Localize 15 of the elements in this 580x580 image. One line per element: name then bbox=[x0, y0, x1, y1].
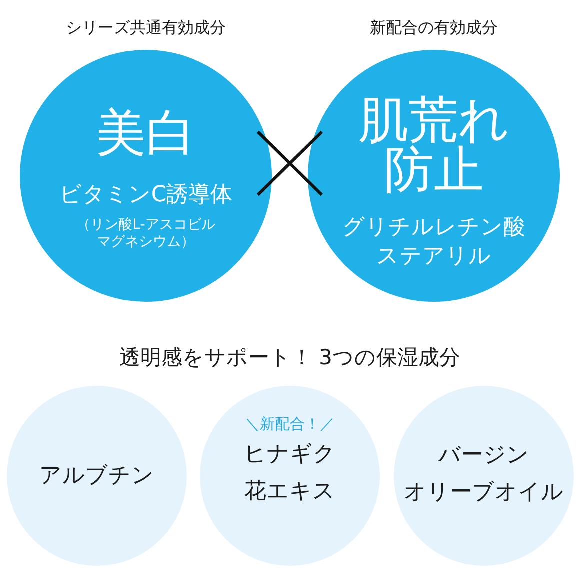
ingredient-name: ヒナギク花エキス bbox=[244, 441, 336, 506]
ingredient-name: グリチルレチン酸ステアリル bbox=[342, 214, 526, 271]
section-title: 透明感をサポート！ 3つの保湿成分 bbox=[119, 346, 461, 370]
ingredient-name: アルブチン bbox=[40, 462, 154, 490]
ingredient-name: ビタミンC誘導体 bbox=[59, 182, 233, 210]
circle-heading: 新配合の有効成分 bbox=[370, 18, 498, 38]
ingredient-circle bbox=[7, 386, 187, 566]
feature-title: 美白 bbox=[96, 108, 196, 158]
new-ingredient-note: ＼新配合！／ bbox=[245, 414, 335, 434]
ingredient-name: バージンオリーブオイル bbox=[404, 442, 564, 507]
ingredient-circle bbox=[200, 386, 380, 566]
ingredient-circle bbox=[394, 386, 574, 566]
ingredient-note: （リン酸L-アスコビルマグネシウム） bbox=[76, 217, 216, 251]
feature-title: 肌荒れ防止 bbox=[358, 95, 510, 195]
circle-heading: シリーズ共通有効成分 bbox=[66, 18, 226, 38]
